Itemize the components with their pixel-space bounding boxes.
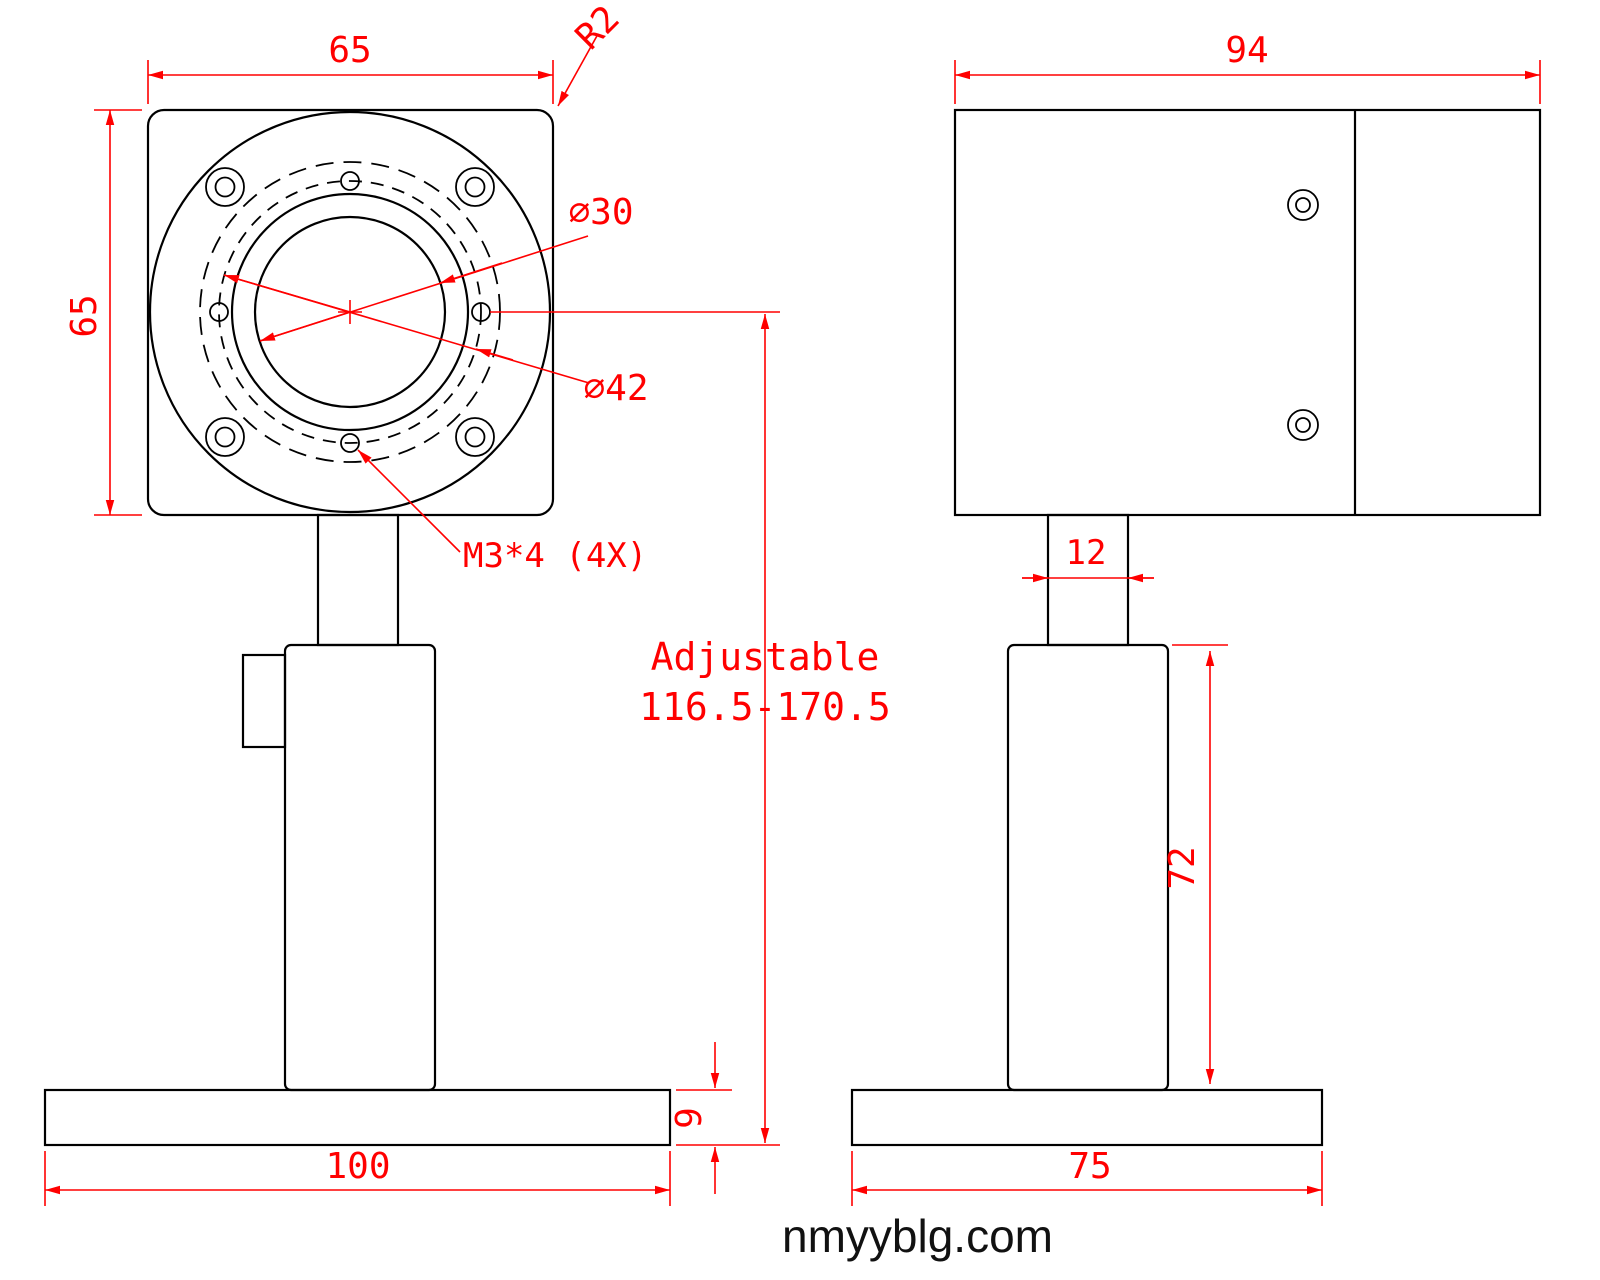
bolt-circle [218,180,482,444]
mount-hole-left [209,302,229,322]
dim-label-front-base-width: 100 [325,1146,390,1187]
dim-label-thread-callout: M3*4 (4X) [463,536,647,576]
dim-label-side-width: 94 [1225,30,1268,71]
dim-side-width: 94 [954,30,1541,104]
dim-label-adjustable-range: 116.5-170.5 [639,685,891,729]
dim-bolt-circle-diameter: ⌀42 [223,274,649,409]
dim-adjustable-height: Adjustable 116.5-170.5 [490,311,891,1146]
dim-base-thickness: 9 [669,1042,732,1194]
corner-screw-bottom-left [205,417,245,457]
dim-stem-width: 12 [1022,533,1154,583]
dim-front-width: 65 [147,30,554,104]
dim-label-stem-width: 12 [1066,533,1107,573]
dim-post-height: 72 [1162,644,1228,1084]
leader-thread-callout: M3*4 (4X) [357,449,647,576]
mount-hole-top [340,171,360,191]
dim-label-post-height: 72 [1162,846,1203,889]
dim-side-base-width: 75 [851,1146,1323,1206]
dim-front-height: 65 [64,109,142,516]
side-screw-bottom [1287,409,1319,441]
dim-label-front-height: 65 [64,294,105,337]
side-screw-top [1287,189,1319,221]
adjust-knob [241,653,287,749]
dim-label-adjustable: Adjustable [651,635,880,679]
counterbore-circle [230,192,470,432]
corner-screw-top-left [205,167,245,207]
front-stem [316,513,400,647]
corner-screw-bottom-right [455,417,495,457]
dim-label-side-base-width: 75 [1068,1146,1111,1187]
dim-label-aperture-diameter: ⌀30 [568,192,633,233]
front-view: 65 65 R2 ⌀30 ⌀42 [43,0,891,1206]
front-post [283,643,437,1092]
aperture-circle [253,215,447,409]
side-body [953,108,1542,517]
corner-screw-top-right [455,167,495,207]
watermark-text: nmyyblg.com [782,1210,1053,1262]
mount-hole-bottom [340,433,360,453]
dim-label-bolt-circle-diameter: ⌀42 [583,368,648,409]
dim-label-front-width: 65 [328,30,371,71]
front-base-plate [43,1088,672,1147]
dim-front-base-width: 100 [44,1146,671,1206]
side-post [1006,643,1170,1092]
leader-corner-radius: R2 [557,0,628,107]
dim-label-corner-radius: R2 [568,0,628,58]
dim-aperture-diameter: ⌀30 [259,192,634,342]
side-view: 94 12 72 75 [850,30,1542,1206]
dim-label-base-thickness: 9 [669,1107,710,1129]
side-base-plate [850,1088,1324,1147]
